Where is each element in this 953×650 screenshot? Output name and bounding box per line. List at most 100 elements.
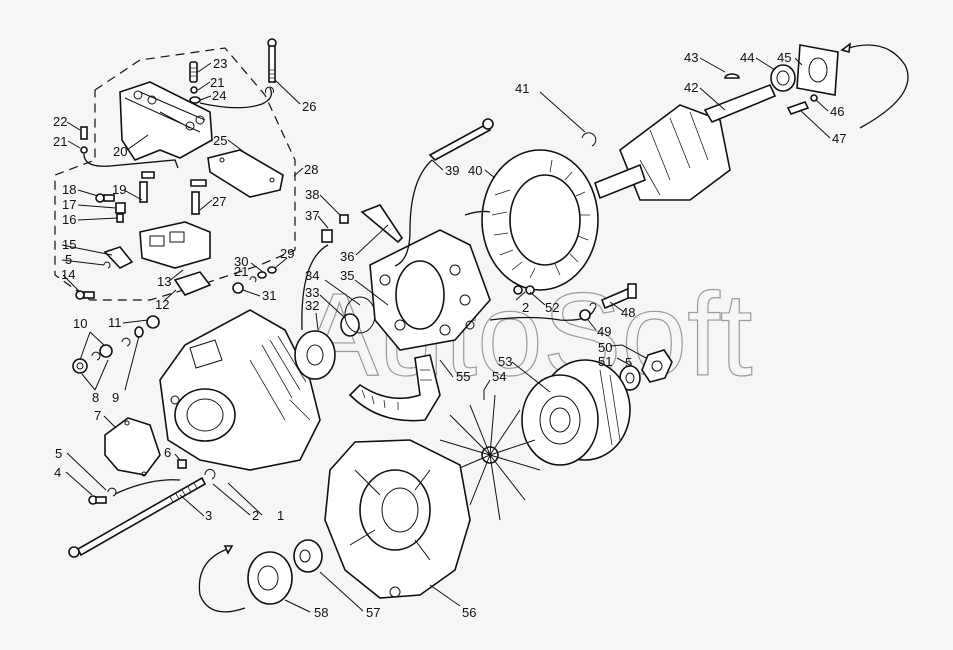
- through-bolt-part-3: [68, 476, 207, 558]
- snap-ring-part-41: [581, 132, 597, 147]
- label-57: 57: [366, 605, 380, 620]
- washer-part-9: [134, 326, 144, 338]
- regulator-housing-part-20: [119, 81, 213, 161]
- bolt-part-36: [360, 204, 404, 244]
- label-27: 27: [212, 194, 226, 209]
- plate-part-16: [116, 213, 124, 223]
- label-30: 30: [234, 254, 248, 269]
- washer-part-24: [189, 96, 201, 104]
- label-1: 1: [277, 508, 284, 523]
- label-6: 6: [164, 445, 171, 460]
- label-44: 44: [740, 50, 754, 65]
- brush-part-19: [139, 171, 155, 203]
- label-21: 21: [234, 264, 248, 279]
- bearing-part-44: [770, 64, 796, 92]
- label-13: 13: [157, 274, 171, 289]
- screw-part-23: [189, 61, 198, 83]
- pulley-bolt-part-48: [600, 283, 637, 310]
- label-50: 50: [598, 340, 612, 355]
- label-26: 26: [302, 99, 316, 114]
- label-22: 22: [53, 114, 67, 129]
- brush-part-27: [190, 179, 207, 215]
- label-25: 25: [213, 133, 227, 148]
- label-39: 39: [445, 163, 459, 178]
- screw-part-4: [88, 495, 107, 505]
- screw-part-14: [75, 290, 95, 300]
- assembly-path: [394, 159, 433, 267]
- label-7: 7: [94, 408, 101, 423]
- assembly-boundary: [54, 47, 296, 301]
- label-19: 19: [112, 182, 126, 197]
- bracket-part-15: [103, 246, 134, 269]
- label-16: 16: [62, 212, 76, 227]
- label-32: 32: [305, 298, 319, 313]
- label-5: 5: [65, 252, 72, 267]
- washer-part-21: [249, 276, 257, 283]
- assembly-path: [199, 87, 273, 109]
- nut-part-50: [641, 349, 673, 383]
- label-56: 56: [462, 605, 476, 620]
- label-29: 29: [280, 246, 294, 261]
- label-37: 37: [305, 208, 319, 223]
- screw-part-47: [786, 101, 810, 115]
- rear-bearing-part-32: [294, 330, 336, 380]
- leader-lines: [61, 57, 831, 613]
- label-33: 33: [305, 285, 319, 300]
- label-28: 28: [304, 162, 318, 177]
- label-17: 17: [62, 197, 76, 212]
- label-49: 49: [597, 324, 611, 339]
- label-11: 11: [108, 315, 122, 330]
- bolt-part-39: [428, 118, 494, 161]
- bolt-part-26: [267, 38, 277, 83]
- assembly-path: [83, 153, 179, 169]
- label-2: 2: [252, 508, 259, 523]
- assembly-path: [301, 244, 329, 331]
- nut-part-49: [579, 309, 591, 321]
- clamp-part-6: [177, 459, 187, 469]
- washer-part-29: [267, 266, 277, 274]
- label-5: 5: [625, 355, 632, 370]
- arrow-head: [840, 42, 852, 54]
- terminal-part-37: [321, 229, 333, 243]
- clip-part-21: [265, 86, 274, 94]
- rear-housing-part-1: [159, 309, 321, 471]
- label-43: 43: [684, 50, 698, 65]
- end-cover-part-7: [104, 417, 161, 477]
- assembly-path: [114, 479, 181, 495]
- label-9: 9: [112, 390, 119, 405]
- label-53: 53: [498, 354, 512, 369]
- washer-part-46: [810, 94, 818, 102]
- nut-part-8: [72, 358, 88, 374]
- washer-part-10: [91, 351, 101, 361]
- spacer-part-55: [348, 354, 441, 422]
- washer-part-5: [103, 261, 111, 269]
- label-14: 14: [61, 267, 75, 282]
- label-12: 12: [155, 297, 169, 312]
- label-18: 18: [62, 182, 76, 197]
- nut-part-11: [146, 315, 160, 329]
- nut-part-8b: [99, 344, 113, 358]
- spacer-part-57: [293, 539, 323, 573]
- label-36: 36: [340, 249, 354, 264]
- label-23: 23: [213, 56, 227, 71]
- label-55: 55: [456, 369, 470, 384]
- label-41: 41: [515, 81, 529, 96]
- label-47: 47: [832, 131, 846, 146]
- key-part-43: [724, 73, 740, 79]
- label-5: 5: [55, 446, 62, 461]
- label-8: 8: [92, 390, 99, 405]
- terminal-part-17: [115, 202, 126, 214]
- label-51: 51: [598, 354, 612, 369]
- rotor-part-42: [594, 83, 777, 201]
- label-42: 42: [684, 80, 698, 95]
- cover-part-25: [207, 149, 284, 198]
- label-15: 15: [62, 237, 76, 252]
- nut-part-38: [339, 214, 349, 224]
- label-54: 54: [492, 369, 506, 384]
- rectifier-plate-part-35: [369, 229, 491, 351]
- label-38: 38: [305, 187, 319, 202]
- label-45: 45: [777, 50, 791, 65]
- label-34: 34: [305, 268, 319, 283]
- diode-lead-part-52: [513, 285, 535, 295]
